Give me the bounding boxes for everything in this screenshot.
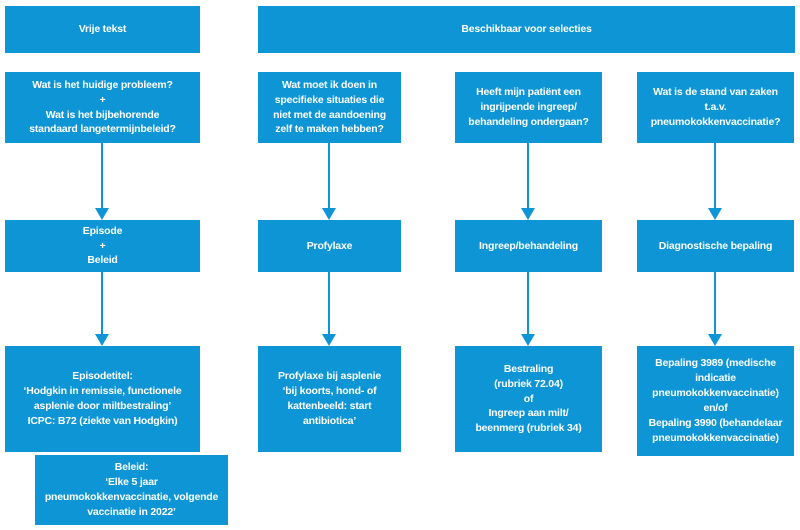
header-vrije-tekst: Vrije tekst <box>5 6 200 53</box>
arrow-shaft <box>527 143 529 208</box>
question-box-profylaxe: Wat moet ik doen in specifieke situaties… <box>258 72 401 143</box>
example-box-episodetitel: Episodetitel: ‘Hodgkin in remissie, func… <box>5 346 200 452</box>
question-box-pneumokokken: Wat is de stand van zaken t.a.v. pneumok… <box>637 72 794 143</box>
example-box-profylaxe: Profylaxe bij asplenie ‘bij koorts, hond… <box>258 346 401 452</box>
arrow-head-icon <box>708 334 722 346</box>
header-beschikbaar-voor-selecties: Beschikbaar voor selecties <box>258 6 795 53</box>
question-box-ingreep: Heeft mijn patiënt een ingrijpende ingre… <box>455 72 602 143</box>
arrow-shaft <box>101 143 103 208</box>
example-box-beleid: Beleid: ‘Elke 5 jaar pneumokokkenvaccina… <box>35 455 228 525</box>
arrow-down-icon <box>95 272 109 346</box>
arrow-down-icon <box>521 272 535 346</box>
arrow-head-icon <box>521 334 535 346</box>
arrow-down-icon <box>95 143 109 220</box>
arrow-shaft <box>328 143 330 208</box>
arrow-head-icon <box>95 208 109 220</box>
arrow-head-icon <box>708 208 722 220</box>
arrow-down-icon <box>708 143 722 220</box>
arrow-shaft <box>714 272 716 334</box>
example-box-bestraling: Bestraling (rubriek 72.04) of Ingreep aa… <box>455 346 602 452</box>
arrow-down-icon <box>322 272 336 346</box>
arrow-head-icon <box>95 334 109 346</box>
arrow-shaft <box>714 143 716 208</box>
category-box-episode-beleid: Episode + Beleid <box>5 220 200 272</box>
example-box-bepalingen: Bepaling 3989 (medische indicatie pneumo… <box>637 346 794 456</box>
category-box-profylaxe: Profylaxe <box>258 220 401 272</box>
arrow-head-icon <box>322 334 336 346</box>
arrow-shaft <box>328 272 330 334</box>
arrow-head-icon <box>322 208 336 220</box>
category-box-ingreep: Ingreep/behandeling <box>455 220 602 272</box>
arrow-head-icon <box>521 208 535 220</box>
category-box-diagnostische-bepaling: Diagnostische bepaling <box>637 220 794 272</box>
arrow-shaft <box>527 272 529 334</box>
question-box-episode-beleid: Wat is het huidige probleem? + Wat is he… <box>5 72 200 143</box>
arrow-down-icon <box>322 143 336 220</box>
arrow-down-icon <box>708 272 722 346</box>
arrow-shaft <box>101 272 103 334</box>
arrow-down-icon <box>521 143 535 220</box>
